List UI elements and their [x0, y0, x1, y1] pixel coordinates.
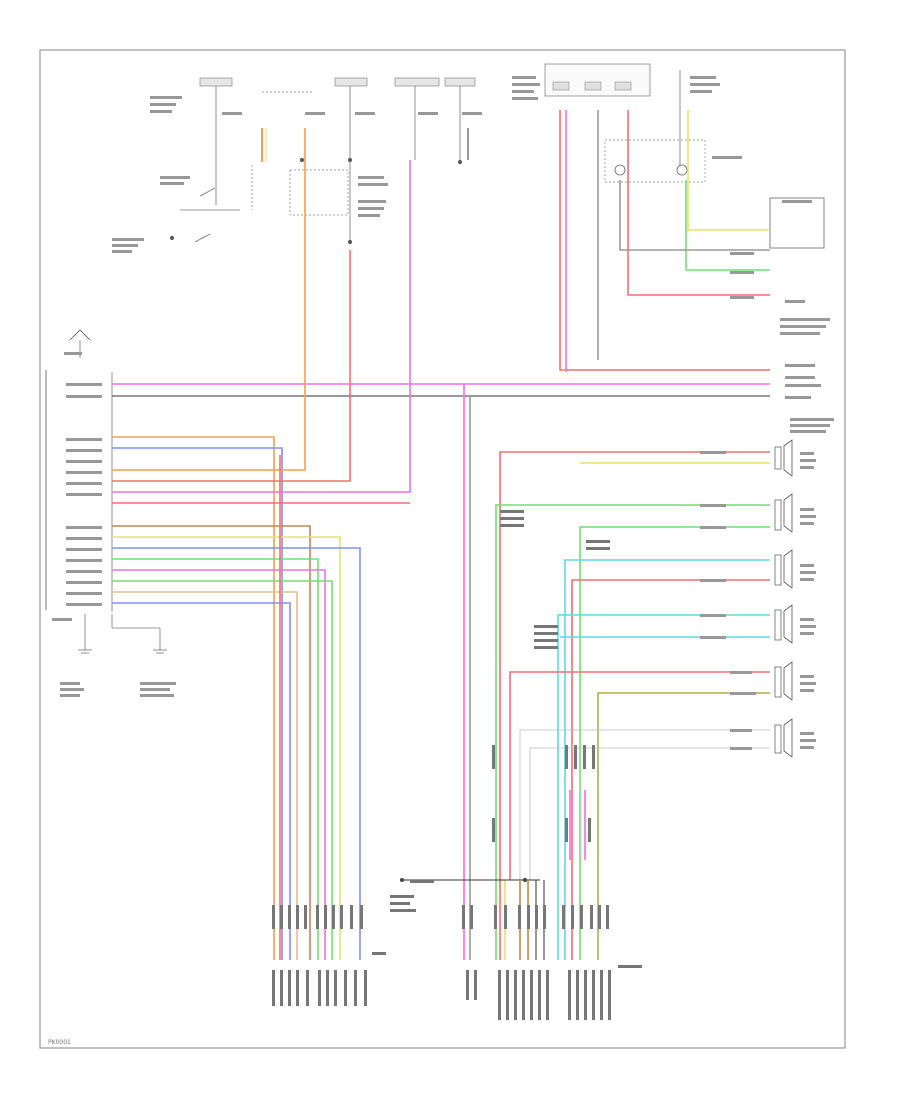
top-right-wires	[559, 110, 770, 372]
radio-unit	[45, 329, 176, 697]
top-right-module	[544, 63, 830, 335]
footer-code: PK0001	[48, 1039, 71, 1046]
bottom-connectors	[272, 510, 642, 1020]
fuse-block-area	[112, 76, 540, 253]
radio-wires	[112, 128, 770, 960]
speakers	[700, 252, 834, 758]
diagram-frame	[39, 49, 846, 1049]
